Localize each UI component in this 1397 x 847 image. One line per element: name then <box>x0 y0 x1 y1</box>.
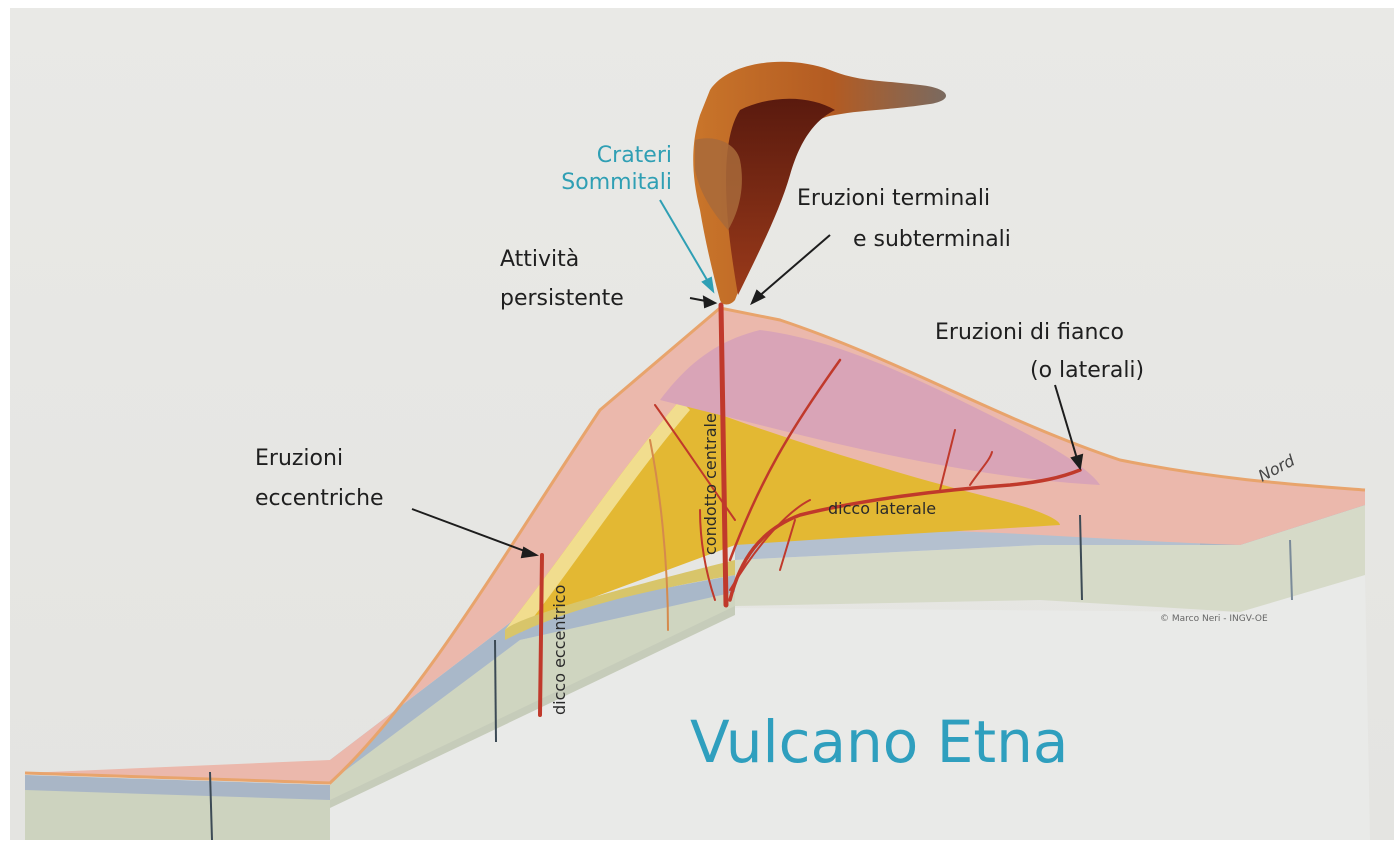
fianco-label-line1: Eruzioni di fianco <box>935 320 1124 345</box>
crateri-label-line1: Crateri <box>597 143 672 168</box>
dicco-eccentrico-label: dicco eccentrico <box>550 585 569 715</box>
persistente-label-line1: Attività <box>500 247 579 272</box>
credit-text: © Marco Neri - INGV-OE <box>1160 614 1268 624</box>
eccentriche-label-line1: Eruzioni <box>255 446 343 471</box>
terminali-label-line2: e subterminali <box>853 227 1011 252</box>
persistente-label-line2: persistente <box>500 286 624 311</box>
diagram-title: Vulcano Etna <box>690 708 1068 776</box>
condotto-centrale-label: condotto centrale <box>701 413 720 555</box>
terminali-label-line1: Eruzioni terminali <box>797 186 990 211</box>
eccentriche-label-line2: eccentriche <box>255 486 384 511</box>
fault-2 <box>495 640 496 742</box>
eccentric-dyke <box>540 555 542 715</box>
dicco-laterale-label: dicco laterale <box>828 499 936 518</box>
crateri-label-line2: Sommitali <box>561 170 672 195</box>
fianco-label-line2: (o laterali) <box>1030 358 1144 383</box>
